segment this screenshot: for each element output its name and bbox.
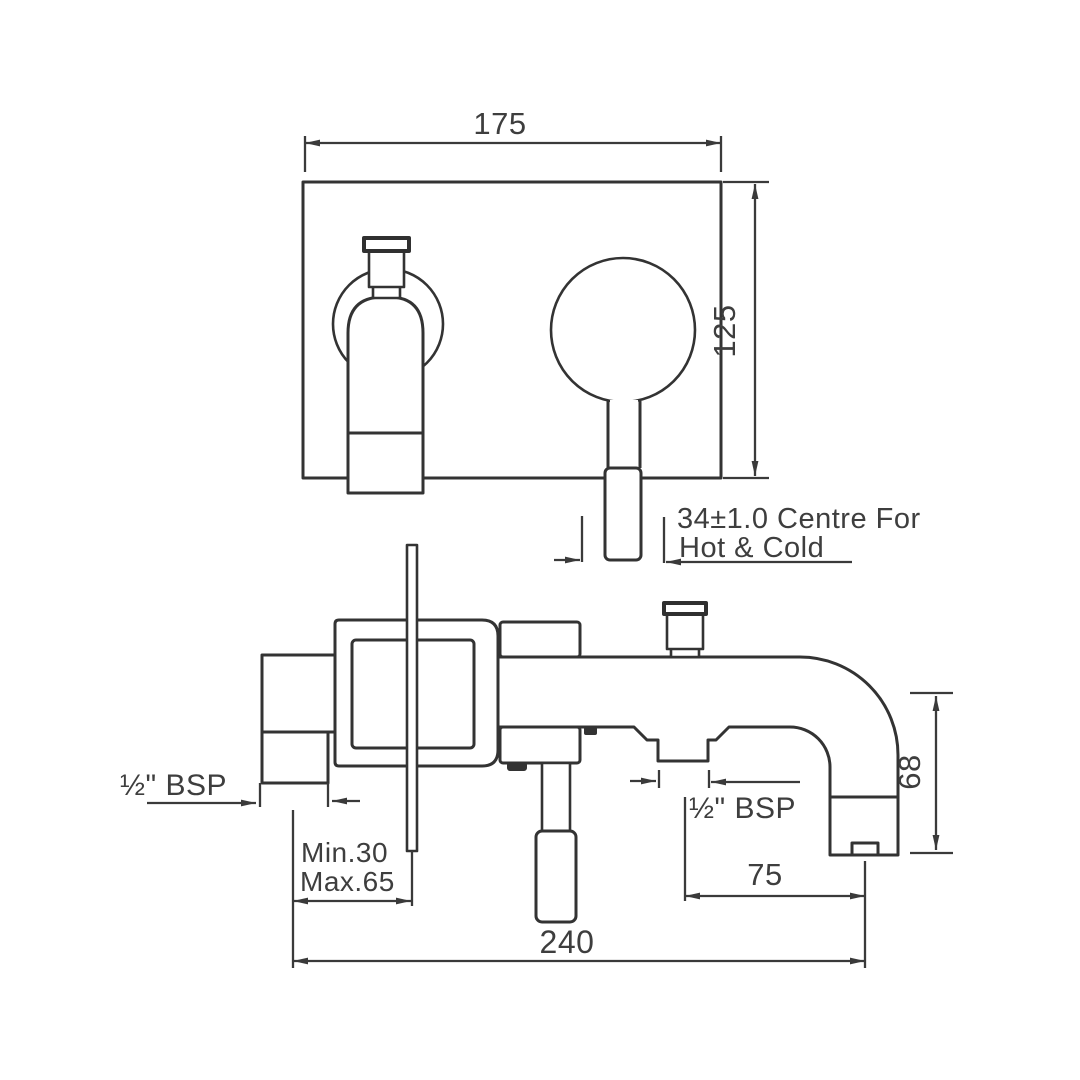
dimension-plate-height: 125 xyxy=(707,180,769,480)
body-top-block xyxy=(498,620,582,659)
finished-wall-line xyxy=(405,543,419,853)
lever-stem-side xyxy=(540,761,572,834)
handle-flange-circle xyxy=(549,256,697,404)
inlet-block-upper xyxy=(260,653,339,734)
stop-screw-detail xyxy=(584,727,597,735)
wall-depth-max-label: Max.65 xyxy=(300,866,395,897)
dimension-shower-outlet: ½" BSP xyxy=(630,770,800,825)
diverter-knob-front xyxy=(362,236,411,300)
inlet-block-lower xyxy=(260,730,330,785)
dimension-spout-drop: 68 xyxy=(892,691,953,855)
spout-side-profile xyxy=(496,655,900,857)
dim-label-125: 125 xyxy=(707,304,742,357)
centre-note-line2: Hot & Cold xyxy=(679,532,824,564)
dimension-outlet-distance: 75 xyxy=(683,797,865,901)
plan-spout xyxy=(331,236,445,495)
dimension-overall-projection: 240 xyxy=(293,861,867,968)
diverter-cap xyxy=(362,236,411,253)
handle-stem-mask xyxy=(610,400,638,470)
diverter-body xyxy=(367,248,406,289)
shower-outlet-label: ½" BSP xyxy=(689,792,796,825)
dim-label-240: 240 xyxy=(540,924,595,960)
dimension-wall-depth: Min.30 Max.65 xyxy=(291,810,414,968)
side-view: ½" BSP Min.30 Max.65 ½" BSP 75 xyxy=(120,543,953,968)
plan-view: 175 125 34±1.0 Centre For Hot & Cold xyxy=(301,106,921,566)
dimension-hot-cold-centre: 34±1.0 Centre For Hot & Cold xyxy=(554,503,921,566)
aerator-notch xyxy=(850,841,880,854)
diverter-body xyxy=(665,611,705,651)
dim-label-68: 68 xyxy=(892,754,927,789)
plan-handle xyxy=(549,256,697,562)
handle-lever-side xyxy=(534,761,578,924)
lever-mount-block xyxy=(498,725,582,765)
inlet-thread-label: ½" BSP xyxy=(120,769,227,802)
dim-label-175: 175 xyxy=(473,106,526,141)
set-screw-detail xyxy=(507,762,527,771)
handle-grip-front xyxy=(603,466,643,562)
dimension-plate-width: 175 xyxy=(303,106,723,172)
lever-grip-side xyxy=(534,829,578,924)
diverter-knob-side xyxy=(662,601,708,659)
dim-label-75: 75 xyxy=(747,857,782,892)
dimension-inlet-thread: ½" BSP xyxy=(120,769,360,807)
diverter-cap xyxy=(662,601,708,616)
centre-note-line1: 34±1.0 Centre For xyxy=(677,503,921,535)
spout-body-front xyxy=(346,295,425,495)
wall-depth-min-label: Min.30 xyxy=(301,837,388,868)
